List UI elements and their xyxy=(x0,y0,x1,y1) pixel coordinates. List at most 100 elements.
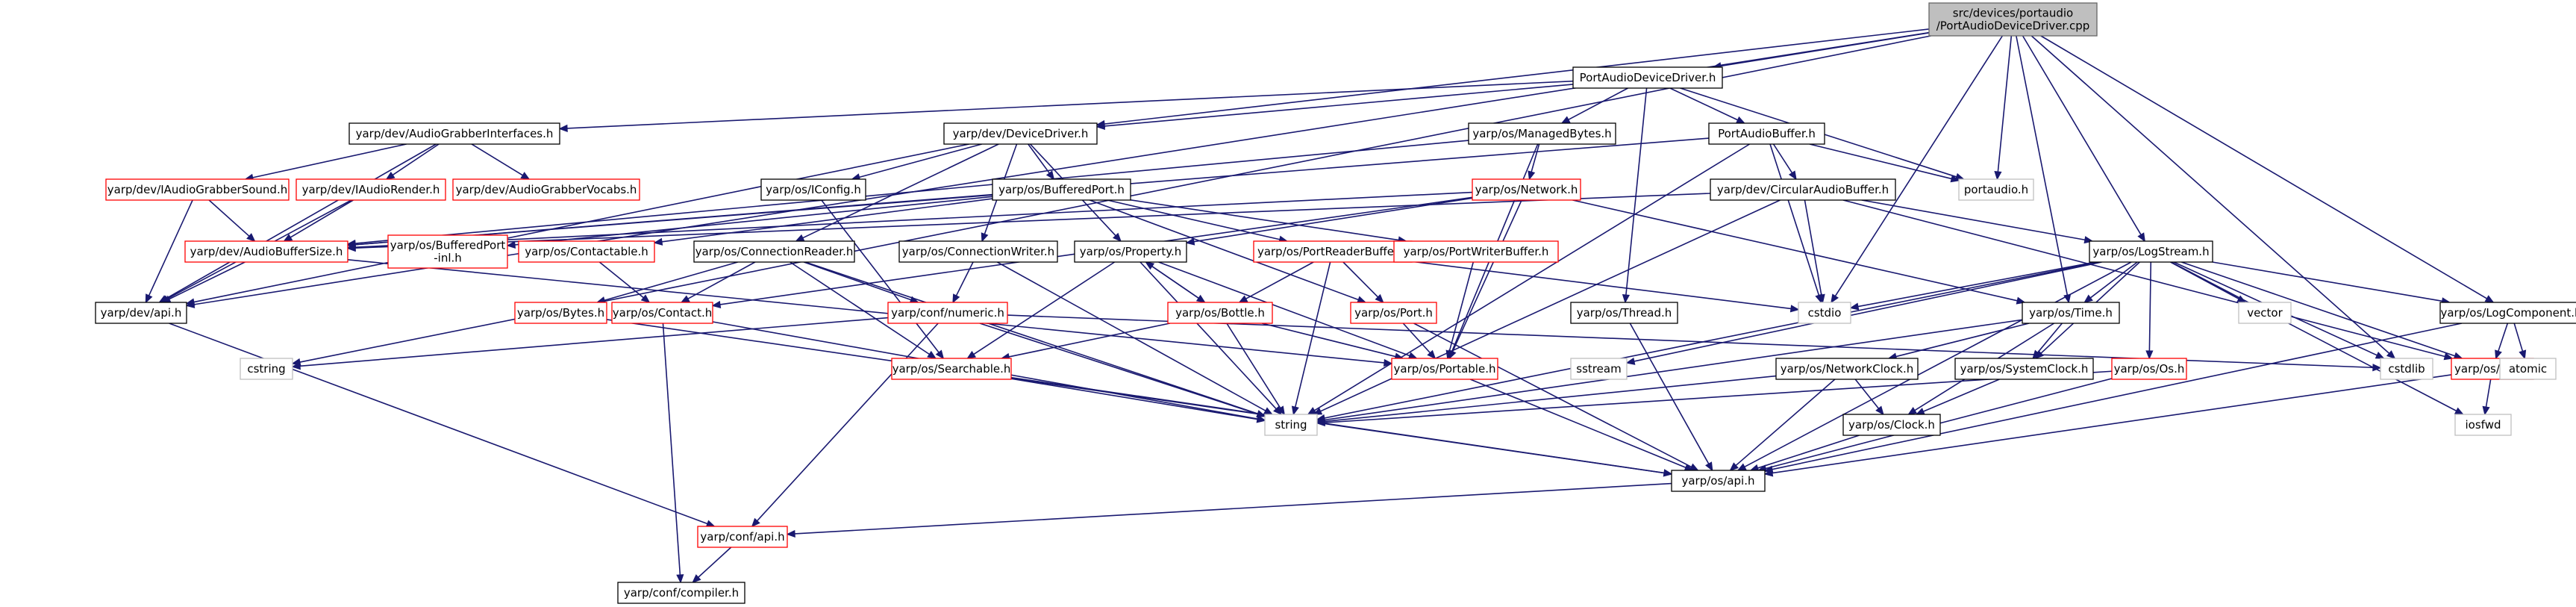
edge-logcomp_h-to-log_h xyxy=(2495,323,2509,360)
node-box-atomic xyxy=(2499,358,2557,380)
node-padd_h[interactable]: PortAudioDeviceDriver.h xyxy=(1572,66,1723,89)
node-searchable_h[interactable]: yarp/os/Searchable.h xyxy=(891,358,1012,380)
node-label-iosfwd: iosfwd xyxy=(2466,418,2501,432)
edge-bottle_h-to-string xyxy=(1226,323,1285,416)
node-abs_h[interactable]: yarp/dev/AudioBufferSize.h xyxy=(184,240,348,263)
node-label-portable_h: yarp/os/Portable.h xyxy=(1394,362,1496,376)
node-box-cstdio xyxy=(1798,302,1851,324)
edge-dd_h-to-bp_h xyxy=(1028,143,1055,181)
node-box-os_h xyxy=(2111,358,2187,380)
node-prop_h[interactable]: yarp/os/Property.h xyxy=(1074,240,1187,263)
node-label-cab_h: yarp/dev/CircularAudioBuffer.h xyxy=(1717,183,1889,196)
node-cw_h[interactable]: yarp/os/ConnectionWriter.h xyxy=(898,240,1058,263)
edge-osapi_h-to-confapi_h xyxy=(786,482,1672,538)
node-iconfig_h[interactable]: yarp/os/IConfig.h xyxy=(760,178,866,201)
node-prb_h[interactable]: yarp/os/PortReaderBuffer.h xyxy=(1253,240,1413,263)
node-logstream_h[interactable]: yarp/os/LogStream.h xyxy=(2089,240,2213,263)
edge-prb_h-to-string xyxy=(1291,261,1331,416)
node-box-cab_h xyxy=(1710,178,1896,201)
node-cstring: cstring xyxy=(240,358,293,380)
edge-logstream_h-to-sstream xyxy=(1625,261,2102,365)
node-portaudio_h: portaudio.h xyxy=(1958,178,2034,201)
edge-padd_h-to-thread_h xyxy=(1622,87,1648,304)
node-dd_h[interactable]: yarp/dev/DeviceDriver.h xyxy=(943,122,1098,145)
node-sysclock_h[interactable]: yarp/os/SystemClock.h xyxy=(1954,358,2094,380)
node-thread_h[interactable]: yarp/os/Thread.h xyxy=(1570,302,1678,324)
node-contact_h[interactable]: yarp/os/Contact.h xyxy=(611,302,713,324)
node-label-devapi_h: yarp/dev/api.h xyxy=(101,306,182,320)
node-box-iags_h xyxy=(105,178,290,201)
node-portable_h[interactable]: yarp/os/Portable.h xyxy=(1391,358,1498,380)
node-devapi_h[interactable]: yarp/dev/api.h xyxy=(95,302,187,324)
node-mb_h[interactable]: yarp/os/ManagedBytes.h xyxy=(1468,122,1616,145)
node-contactable_h[interactable]: yarp/os/Contactable.h xyxy=(518,240,655,263)
edge-bottle_h-to-portable_h xyxy=(1261,323,1404,361)
node-box-bpinl_h xyxy=(387,234,508,269)
node-label-numeric_h: yarp/conf/numeric.h xyxy=(891,306,1004,320)
edge-agi_h-to-iar_h xyxy=(385,143,440,180)
node-label-cstdlib: cstdlib xyxy=(2388,362,2425,376)
node-box-sstream xyxy=(1570,358,1628,380)
node-compiler_h[interactable]: yarp/conf/compiler.h xyxy=(617,582,745,604)
node-pwb_h[interactable]: yarp/os/PortWriterBuffer.h xyxy=(1393,240,1559,263)
node-box-osapi_h xyxy=(1671,470,1766,492)
node-cr_h[interactable]: yarp/os/ConnectionReader.h xyxy=(693,240,855,263)
node-os_h[interactable]: yarp/os/Os.h xyxy=(2111,358,2187,380)
node-vector: vector xyxy=(2238,302,2292,324)
edge-prop_h-to-searchable_h xyxy=(966,261,1116,359)
node-pab_h[interactable]: PortAudioBuffer.h xyxy=(1708,122,1825,145)
edge-bp_h-to-bpinl_h xyxy=(506,196,993,249)
node-label-thread_h: yarp/os/Thread.h xyxy=(1577,306,1672,320)
node-iags_h[interactable]: yarp/dev/IAudioGrabberSound.h xyxy=(105,178,290,201)
node-confapi_h[interactable]: yarp/conf/api.h xyxy=(697,526,788,548)
node-box-string xyxy=(1264,414,1318,436)
node-string: string xyxy=(1264,414,1318,436)
node-label-pab_h: PortAudioBuffer.h xyxy=(1718,127,1816,140)
edge-bottle_h-to-prop_h xyxy=(1145,261,1205,303)
node-numeric_h[interactable]: yarp/conf/numeric.h xyxy=(887,302,1008,324)
edge-thread_h-to-osapi_h xyxy=(1629,323,1713,472)
node-atomic: atomic xyxy=(2499,358,2557,380)
edge-cab_h-to-log_h xyxy=(1842,199,2454,361)
edge-dd_h-to-iconfig_h xyxy=(851,143,982,181)
node-clock_h[interactable]: yarp/os/Clock.h xyxy=(1842,414,1941,436)
nodes-layer: src/devices/portaudio/PortAudioDeviceDri… xyxy=(95,2,2576,604)
node-time_h[interactable]: yarp/os/Time.h xyxy=(2022,302,2120,324)
edge-abs_h-to-devapi_h xyxy=(161,261,246,303)
node-bottle_h[interactable]: yarp/os/Bottle.h xyxy=(1167,302,1273,324)
node-label-os_h: yarp/os/Os.h xyxy=(2114,362,2185,376)
node-label-vector: vector xyxy=(2247,306,2283,320)
node-label-bottle_h: yarp/os/Bottle.h xyxy=(1175,306,1265,320)
node-agv_h[interactable]: yarp/dev/AudioGrabberVocabs.h xyxy=(452,178,640,201)
edge-log_h-to-iosfwd xyxy=(2482,379,2492,416)
node-bp_h[interactable]: yarp/os/BufferedPort.h xyxy=(992,178,1131,201)
node-box-searchable_h xyxy=(891,358,1012,380)
node-box-contactable_h xyxy=(518,240,655,263)
node-bytes_h[interactable]: yarp/os/Bytes.h xyxy=(514,302,607,324)
node-iar_h[interactable]: yarp/dev/IAudioRender.h xyxy=(296,178,446,201)
edge-cab_h-to-abs_h xyxy=(346,193,1711,252)
edges-layer xyxy=(145,28,2527,584)
node-box-port_h xyxy=(1350,302,1437,324)
node-agi_h[interactable]: yarp/dev/AudioGrabberInterfaces.h xyxy=(348,122,560,145)
edge-bottle_h-to-searchable_h xyxy=(1000,323,1170,361)
node-cab_h[interactable]: yarp/dev/CircularAudioBuffer.h xyxy=(1710,178,1896,201)
node-bpinl_h[interactable]: yarp/os/BufferedPort-inl.h xyxy=(387,234,508,269)
node-logcomp_h[interactable]: yarp/os/LogComponent.h xyxy=(2439,302,2576,324)
node-box-agi_h xyxy=(348,122,560,145)
node-net_h[interactable]: yarp/os/Network.h xyxy=(1472,178,1581,201)
node-port_h[interactable]: yarp/os/Port.h xyxy=(1350,302,1437,324)
node-box-vector xyxy=(2238,302,2292,324)
node-root[interactable]: src/devices/portaudio/PortAudioDeviceDri… xyxy=(1928,2,2098,37)
node-label-osapi_h: yarp/os/api.h xyxy=(1681,474,1754,488)
node-label-cstdio: cstdio xyxy=(1808,306,1842,320)
node-label-iags_h: yarp/dev/IAudioGrabberSound.h xyxy=(107,183,287,196)
node-label-logstream_h: yarp/os/LogStream.h xyxy=(2092,245,2209,258)
node-netclock_h[interactable]: yarp/os/NetworkClock.h xyxy=(1775,358,1919,380)
node-osapi_h[interactable]: yarp/os/api.h xyxy=(1671,470,1766,492)
node-box-cw_h xyxy=(898,240,1058,263)
edge-root-to-cstdlib xyxy=(2031,35,2396,360)
edge-pab_h-to-cab_h xyxy=(1772,143,1797,181)
edge-iags_h-to-devapi_h xyxy=(145,199,193,304)
node-box-logstream_h xyxy=(2089,240,2213,263)
